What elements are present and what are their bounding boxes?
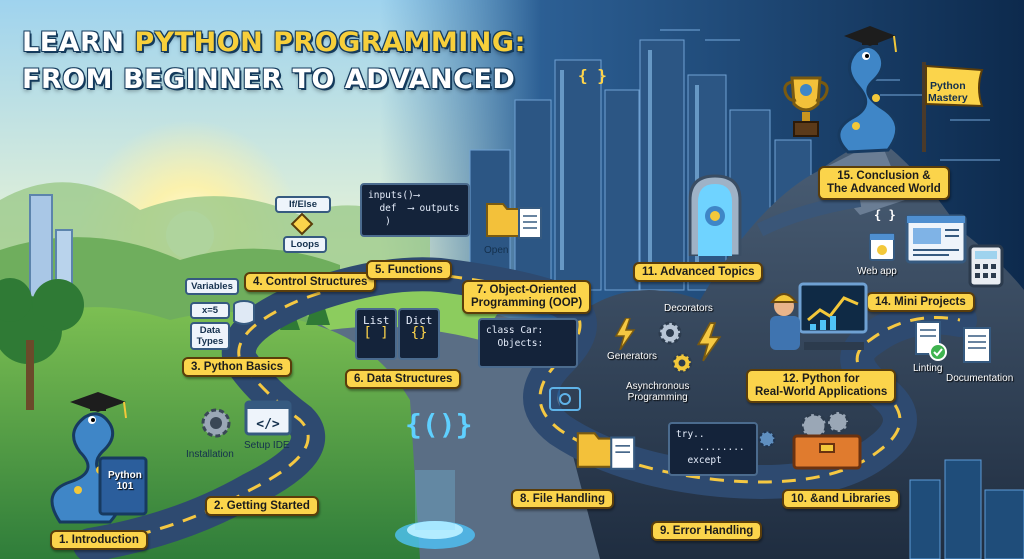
- variables-box: Variables: [185, 278, 239, 295]
- title-prefix: LEARN: [22, 27, 135, 58]
- document-check-icon: [915, 321, 947, 361]
- if-else-box: If/Else: [275, 196, 331, 213]
- stage-1-introduction: 1. Introduction: [50, 530, 148, 550]
- trophy-icon: [783, 76, 829, 137]
- folder-icon: [486, 203, 542, 239]
- database-icon: [233, 300, 255, 325]
- stage-9-error-handling: 9. Error Handling: [651, 521, 763, 541]
- book-line2: 101: [116, 481, 134, 492]
- braces-glyph-portal: {()}: [405, 408, 473, 441]
- stage-15-line2: The Advanced World: [827, 183, 941, 195]
- page-title: LEARN PYTHON PROGRAMMING: FROM BEGINNER …: [22, 24, 526, 98]
- stage-5-functions: 5. Functions: [366, 260, 452, 280]
- stage-10-libraries: 10. &and Libraries: [782, 489, 900, 509]
- stage-7-line1: 7. Object-Oriented: [476, 284, 577, 296]
- gear-icon: [672, 353, 692, 373]
- setup-ide-label: Setup IDE: [244, 440, 290, 451]
- list-label: List: [363, 314, 390, 327]
- list-card: List [ ]: [355, 308, 397, 360]
- list-glyph: [ ]: [363, 325, 389, 341]
- stage-4-control-structures: 4. Control Structures: [244, 272, 377, 292]
- stage-6-data-structures: 6. Data Structures: [345, 369, 462, 389]
- linting-label: Linting: [913, 363, 943, 374]
- stage-15-conclusion: 15. Conclusion & The Advanced World: [818, 166, 950, 200]
- oop-code-snippet: class Car: Objects:: [478, 318, 578, 368]
- web-app-label: Web app: [857, 266, 897, 277]
- stage-12-real-world: 12. Python for Real-World Applications: [746, 369, 897, 403]
- mastery-line1: Python: [930, 80, 966, 92]
- calculator-icon: [968, 244, 1004, 288]
- decorators-label: Decorators: [664, 303, 713, 314]
- stage-11-advanced-topics: 11. Advanced Topics: [633, 262, 764, 282]
- stage-2-getting-started: 2. Getting Started: [205, 496, 319, 516]
- stage-15-line1: 15. Conclusion &: [837, 170, 931, 182]
- stage-7-oop: 7. Object-Oriented Programming (OOP): [462, 280, 592, 314]
- dict-card: Dict {}: [398, 308, 440, 360]
- data-types-line1: Data: [199, 325, 221, 336]
- title-subtitle: FROM BEGINNER TO ADVANCED: [22, 64, 516, 95]
- document-icon: [963, 327, 991, 363]
- folder-icon: [576, 432, 636, 470]
- dict-glyph: {}: [410, 325, 428, 341]
- stage-12-line1: 12. Python for: [782, 373, 860, 385]
- svg-text:</>: </>: [256, 417, 280, 432]
- generators-label: Generators: [607, 351, 658, 362]
- gear-icon: [658, 321, 682, 345]
- braces-glyph-sky: { }: [578, 66, 607, 85]
- camera-folder-icon: [549, 387, 581, 411]
- loops-box: Loops: [283, 236, 327, 253]
- toolbox-icon: [792, 410, 862, 470]
- developer-workstation-icon: [769, 282, 868, 350]
- portal-icon: [688, 174, 742, 256]
- flag-icon: [922, 62, 984, 152]
- open-label: Open: [484, 245, 509, 256]
- gear-icon: [201, 408, 231, 438]
- web-layout-icon: [905, 214, 967, 264]
- documentation-label: Documentation: [946, 373, 1014, 384]
- async-line1: Asynchronous: [626, 381, 690, 392]
- braces-glyph-right: { }: [874, 208, 896, 222]
- stage-3-python-basics: 3. Python Basics: [182, 357, 293, 377]
- python-snake-graduate-icon: [837, 26, 899, 154]
- stage-12-line2: Real-World Applications: [755, 386, 888, 398]
- lightning-icon: [614, 318, 636, 350]
- stage-14-mini-projects: 14. Mini Projects: [866, 292, 975, 312]
- lightning-icon: [696, 322, 722, 362]
- title-highlight: PYTHON PROGRAMMING:: [134, 27, 526, 58]
- code-window-icon: </>: [244, 400, 292, 436]
- async-line2: Programming: [627, 392, 688, 403]
- python-snake-mascot-icon: [50, 392, 148, 524]
- browser-icon: [869, 233, 895, 261]
- decision-diamond-icon: [290, 212, 314, 236]
- installation-label: Installation: [186, 449, 234, 460]
- functions-code-snippet: inputs()⟶ def ⟶ outputs ): [360, 183, 470, 237]
- mastery-line2: Mastery: [928, 92, 968, 104]
- stage-8-file-handling: 8. File Handling: [511, 489, 614, 509]
- data-types-line2: Types: [196, 336, 224, 347]
- dict-label: Dict: [406, 314, 433, 327]
- book-line1: Python: [108, 470, 142, 481]
- gear-icon: [758, 430, 776, 448]
- stage-7-line2: Programming (OOP): [471, 297, 583, 309]
- error-handling-code-snippet: try.. ........ except: [668, 422, 758, 476]
- x-equals-5-box: x=5: [190, 302, 230, 319]
